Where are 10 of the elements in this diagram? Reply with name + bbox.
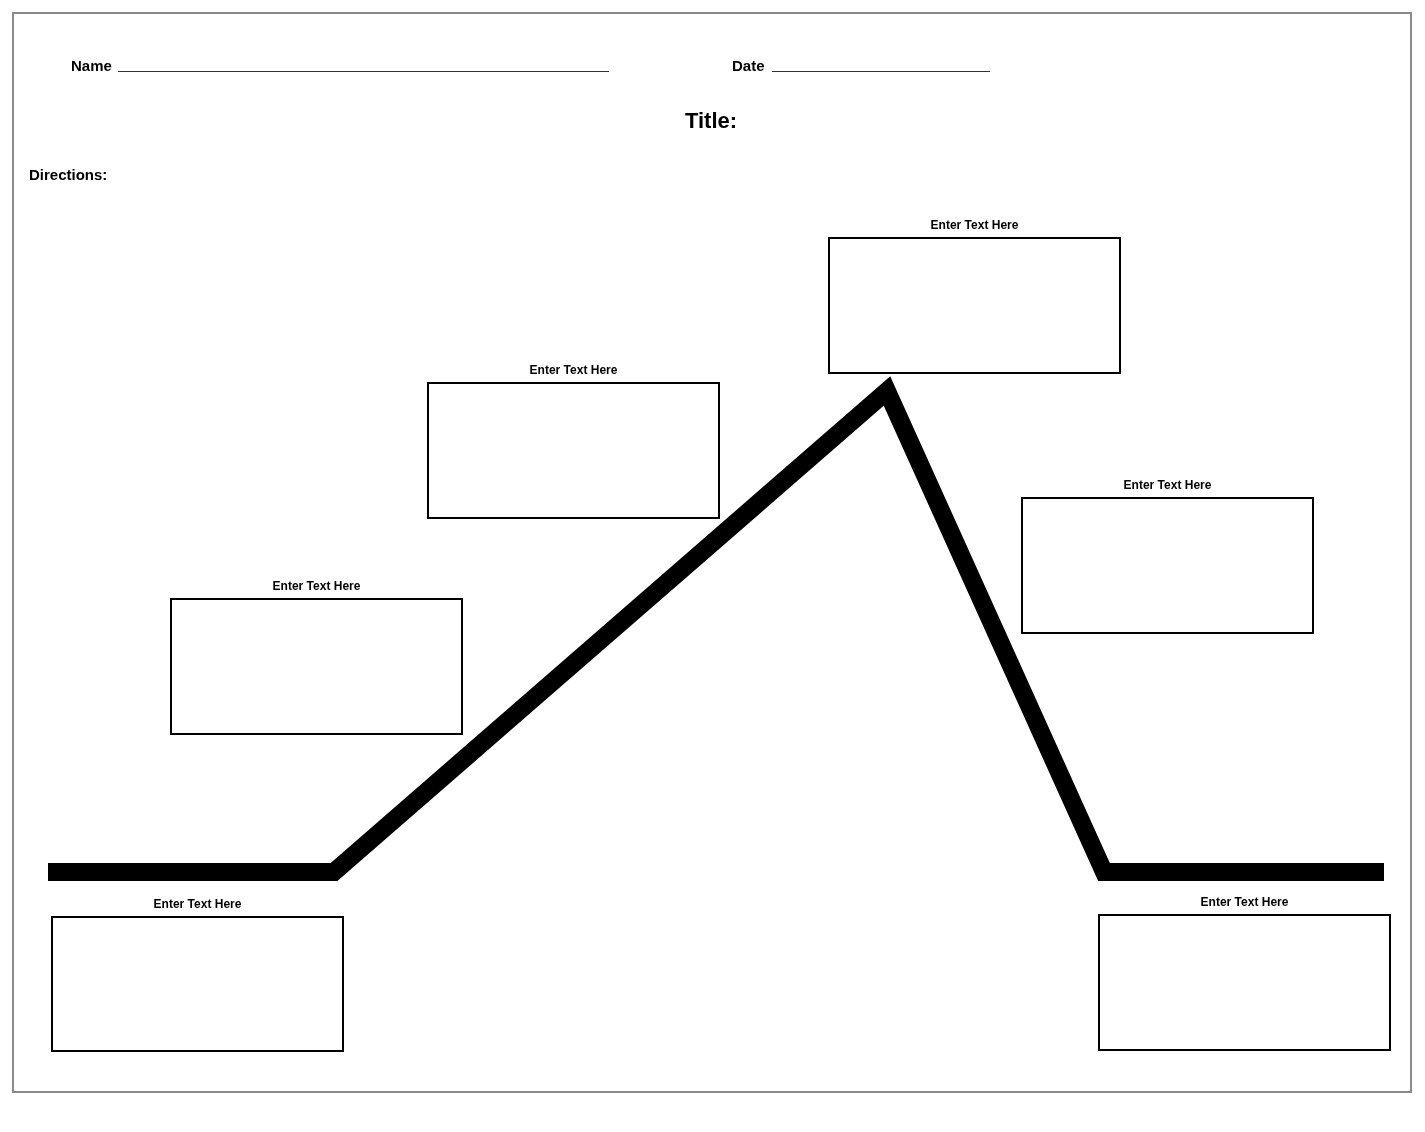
field-label: Name bbox=[71, 57, 112, 75]
box-heading: Enter Text Here bbox=[1199, 894, 1290, 910]
box-heading: Enter Text Here bbox=[152, 896, 243, 912]
box-heading: Enter Text Here bbox=[929, 217, 1020, 233]
field-label: Date bbox=[732, 57, 765, 75]
field-label: Directions: bbox=[29, 166, 108, 184]
box-heading: Enter Text Here bbox=[528, 362, 619, 378]
title: Title: bbox=[683, 107, 739, 135]
box-heading: Enter Text Here bbox=[1122, 477, 1213, 493]
box-heading: Enter Text Here bbox=[271, 578, 362, 594]
